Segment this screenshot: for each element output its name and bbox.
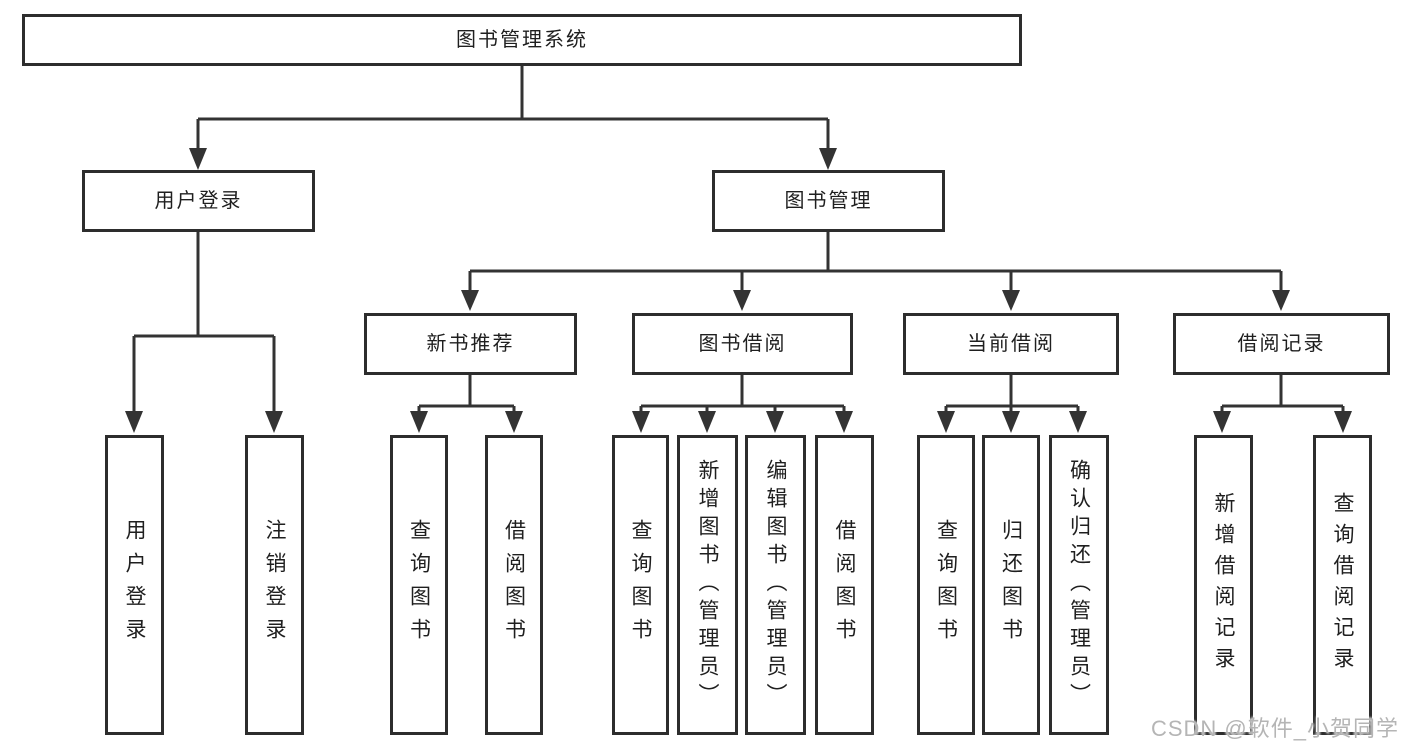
node-new-book-recommend: 新书推荐 bbox=[364, 313, 577, 375]
leaf-edit-books-admin: 编辑图书（管理员） bbox=[745, 435, 806, 735]
node-book-borrow: 图书借阅 bbox=[632, 313, 853, 375]
node-borrow-records: 借阅记录 bbox=[1173, 313, 1390, 375]
leaf-label: 借阅图书 bbox=[502, 519, 526, 651]
node-label: 新书推荐 bbox=[426, 333, 515, 355]
leaf-label: 新增图书（管理员） bbox=[696, 459, 719, 711]
leaf-borrow-books: 借阅图书 bbox=[485, 435, 543, 735]
node-user-login: 用户登录 bbox=[82, 170, 315, 232]
leaf-return-books: 归还图书 bbox=[982, 435, 1040, 735]
leaf-query-books: 查询图书 bbox=[612, 435, 669, 735]
node-label: 当前借阅 bbox=[967, 333, 1055, 355]
leaf-label: 用户登录 bbox=[123, 519, 146, 651]
node-label: 借阅记录 bbox=[1237, 333, 1326, 355]
leaf-label: 查询借阅记录 bbox=[1331, 492, 1354, 678]
leaf-query-books: 查询图书 bbox=[390, 435, 448, 735]
leaf-confirm-return-admin: 确认归还（管理员） bbox=[1049, 435, 1109, 735]
csdn-watermark: CSDN @软件_小贺同学 bbox=[1150, 716, 1399, 741]
node-library-system: 图书管理系统 bbox=[22, 14, 1022, 66]
node-label: 图书管理 bbox=[784, 190, 873, 212]
leaf-borrow-books: 借阅图书 bbox=[815, 435, 874, 735]
leaf-label: 确认归还（管理员） bbox=[1067, 459, 1091, 711]
leaf-user-login: 用户登录 bbox=[105, 435, 164, 735]
leaf-label: 编辑图书（管理员） bbox=[764, 459, 787, 711]
leaf-label: 查询图书 bbox=[934, 519, 958, 651]
leaf-label: 注销登录 bbox=[263, 519, 286, 651]
leaf-query-borrow-record: 查询借阅记录 bbox=[1313, 435, 1372, 735]
node-label: 图书管理系统 bbox=[456, 29, 588, 51]
node-current-borrow: 当前借阅 bbox=[903, 313, 1119, 375]
leaf-query-books: 查询图书 bbox=[917, 435, 975, 735]
node-label: 图书借阅 bbox=[698, 333, 787, 355]
leaf-logout: 注销登录 bbox=[245, 435, 304, 735]
leaf-add-books-admin: 新增图书（管理员） bbox=[677, 435, 738, 735]
leaf-label: 归还图书 bbox=[999, 519, 1023, 651]
leaf-label: 借阅图书 bbox=[833, 519, 856, 651]
leaf-label: 查询图书 bbox=[629, 519, 652, 651]
node-book-management: 图书管理 bbox=[712, 170, 945, 232]
arrowheads bbox=[125, 148, 1352, 433]
leaf-label: 查询图书 bbox=[407, 519, 431, 651]
leaf-add-borrow-record: 新增借阅记录 bbox=[1194, 435, 1253, 735]
node-label: 用户登录 bbox=[154, 190, 243, 212]
leaf-label: 新增借阅记录 bbox=[1212, 492, 1235, 678]
